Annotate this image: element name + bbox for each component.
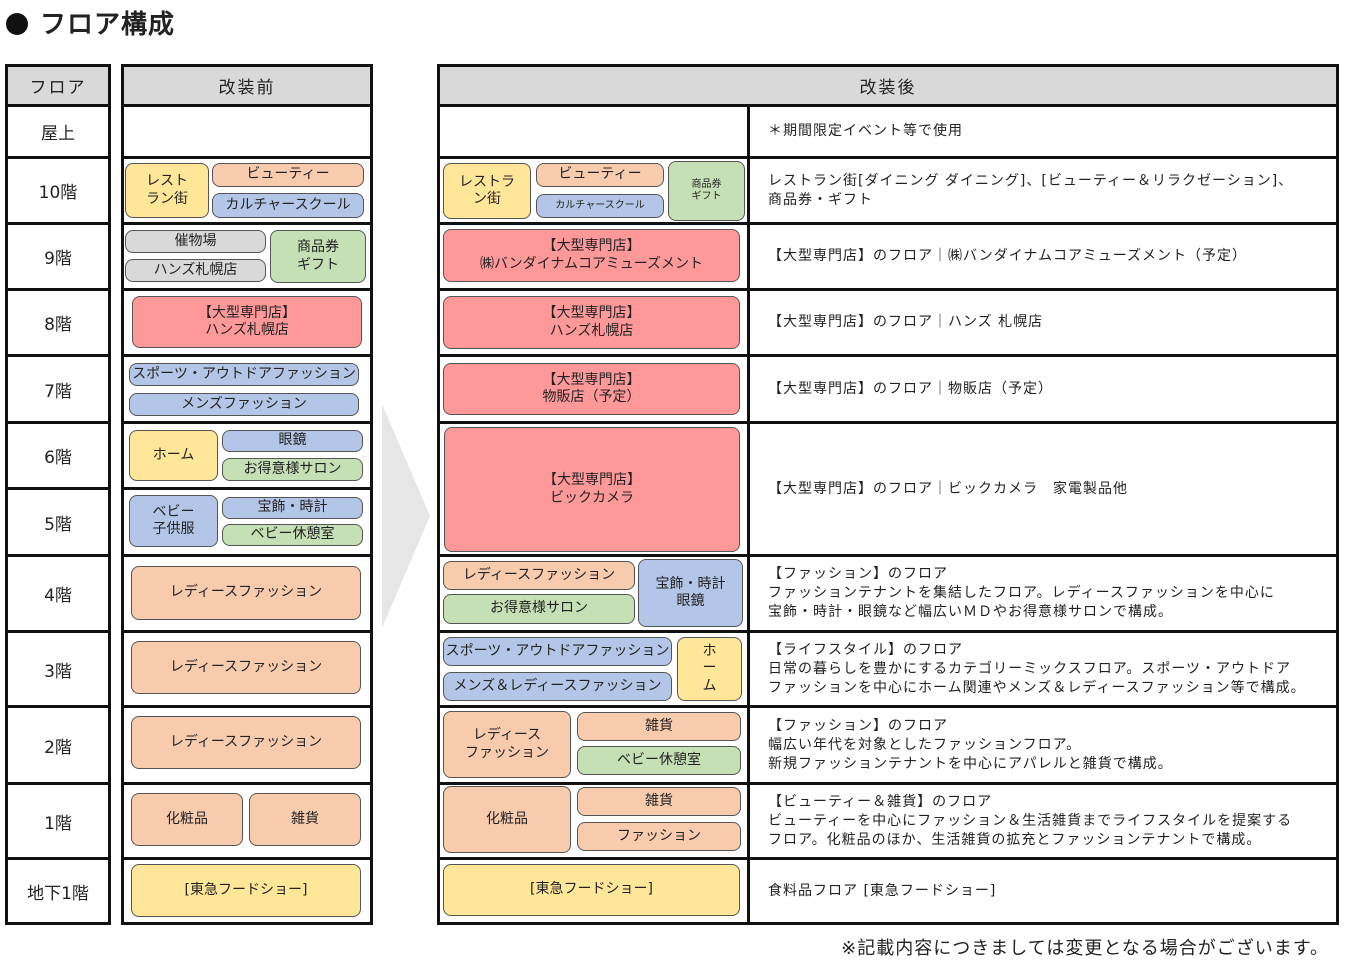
before-culture-tile: カルチャースクール — [212, 193, 364, 218]
after-salon-tile: お得意様サロン — [443, 594, 635, 624]
before-3-ladies-tile: レディースファッション — [131, 641, 361, 694]
desc-4-cell — [747, 554, 1339, 633]
desc-b1: 食料品フロア [東急フードショー] — [768, 882, 997, 899]
floor-1: 1階 — [5, 782, 111, 860]
after-foodshow-tile: [東急フードショー] — [443, 864, 740, 916]
before-8-hands-tile: 【大型専門店】 ハンズ札幌店 — [132, 296, 362, 348]
desc-65: 【大型専門店】のフロア｜ビックカメラ 家電製品他 — [768, 480, 1128, 497]
floor-9: 9階 — [5, 222, 111, 291]
before-restaurant-tile: レスト ラン街 — [125, 163, 209, 218]
floor-5: 5階 — [5, 487, 111, 557]
after-bandai-tile: 【大型専門店】 ㈱バンダイナムコアミューズメント — [443, 229, 740, 282]
before-hands-tile: ハンズ札幌店 — [125, 259, 266, 282]
after-fashion-tile: ファッション — [577, 822, 741, 851]
before-jewelry-tile: 宝飾・時計 — [222, 497, 363, 519]
after-retail-tile: 【大型専門店】 物販店（予定） — [443, 363, 740, 415]
after-2-ladies-tile: レディース ファッション — [443, 711, 571, 778]
desc-1: 【ビューティー＆雑貨】のフロア ビューティーを中心にファッション＆生活雑貨までラ… — [768, 793, 1293, 848]
desc-2: 【ファッション】のフロア 幅広い年代を対象としたファッションフロア。 新規ファッ… — [768, 717, 1173, 772]
after-home-tile: ホ ー ム — [677, 637, 742, 701]
page-title: フロア構成 — [6, 4, 175, 41]
desc-rooftop: ＊期間限定イベント等で使用 — [768, 123, 963, 139]
after-header: 改装後 — [437, 64, 1339, 107]
floor-header: フロア — [5, 64, 111, 107]
before-salon-tile: お得意様サロン — [222, 458, 363, 481]
before-home-tile: ホーム — [129, 430, 218, 481]
before-baby-kids-tile: ベビー 子供服 — [129, 495, 218, 547]
footnote: ※記載内容につきましては変更となる場合がございます。 — [841, 938, 1329, 959]
before-baby-room-tile: ベビー休憩室 — [222, 524, 363, 546]
after-4-ladies-tile: レディースファッション — [443, 561, 635, 590]
floor-8: 8階 — [5, 288, 111, 357]
after-jewelry-glasses-tile: 宝飾・時計 眼鏡 — [638, 559, 743, 627]
before-goods-tile: 雑貨 — [249, 793, 361, 846]
floor-2: 2階 — [5, 705, 111, 785]
floor-3: 3階 — [5, 630, 111, 708]
before-4-ladies-tile: レディースファッション — [131, 566, 361, 620]
before-cosmetics-tile: 化粧品 — [131, 793, 243, 846]
before-2-ladies-tile: レディースファッション — [131, 716, 361, 769]
after-baby-room-tile: ベビー休憩室 — [577, 746, 741, 775]
after-1-goods-tile: 雑貨 — [577, 787, 741, 816]
before-giftcard-tile: 商品券 ギフト — [270, 230, 366, 283]
desc-8-cell — [747, 288, 1339, 357]
after-mens-ladies-tile: メンズ＆レディースファッション — [443, 672, 672, 701]
desc-3: 【ライフスタイル】のフロア 日常の暮らしを豊かにするカテゴリーミックスフロア。ス… — [768, 641, 1306, 696]
desc-9: 【大型専門店】のフロア｜㈱バンダイナムコアミューズメント（予定） — [768, 248, 1248, 264]
before-mens-tile: メンズファッション — [129, 393, 359, 416]
after-culture-tile: カルチャースクール — [536, 194, 664, 218]
desc-65-cell — [747, 421, 1339, 557]
before-header: 改装前 — [121, 64, 373, 107]
before-sports-tile: スポーツ・アウトドアファッション — [129, 363, 359, 386]
desc-3-cell — [747, 630, 1339, 708]
bullet-icon — [6, 13, 28, 35]
floor-7: 7階 — [5, 354, 111, 424]
before-foodshow-tile: [東急フードショー] — [131, 864, 361, 917]
before-glasses-tile: 眼鏡 — [222, 430, 363, 452]
floor-4: 4階 — [5, 554, 111, 633]
after-giftcard-tile: 商品券 ギフト — [668, 161, 745, 221]
before-event-tile: 催物場 — [125, 230, 266, 253]
desc-10: レストラン街[ダイニング ダイニング]、[ビューティー＆リラクゼーション]、 商… — [768, 172, 1294, 208]
before-beauty-tile: ビューティー — [212, 163, 364, 187]
after-rooftop-cell — [437, 104, 750, 159]
desc-4: 【ファッション】のフロア ファッションテナントを集結したフロア。レディースファッ… — [768, 566, 1275, 620]
desc-8: 【大型専門店】のフロア｜ハンズ 札幌店 — [768, 314, 1044, 330]
after-2-goods-tile: 雑貨 — [577, 712, 741, 741]
desc-7: 【大型専門店】のフロア｜物販店（予定） — [768, 380, 1053, 397]
after-beauty-tile: ビューティー — [536, 163, 664, 187]
after-cosmetics-tile: 化粧品 — [443, 786, 571, 853]
floor-rooftop: 屋上 — [5, 104, 111, 159]
after-biccamera-tile: 【大型専門店】 ビックカメラ — [444, 427, 740, 552]
after-hands-tile: 【大型専門店】 ハンズ札幌店 — [443, 296, 740, 349]
floor-b1: 地下1階 — [5, 857, 111, 925]
after-sports-tile: スポーツ・アウトドアファッション — [443, 637, 672, 666]
arrow-right-icon — [382, 404, 430, 628]
desc-b1-cell — [747, 857, 1339, 925]
floor-10: 10階 — [5, 156, 111, 225]
after-restaurant-tile: レストラ ン街 — [443, 163, 531, 219]
floor-6: 6階 — [5, 421, 111, 490]
before-rooftop-cell — [121, 104, 373, 159]
